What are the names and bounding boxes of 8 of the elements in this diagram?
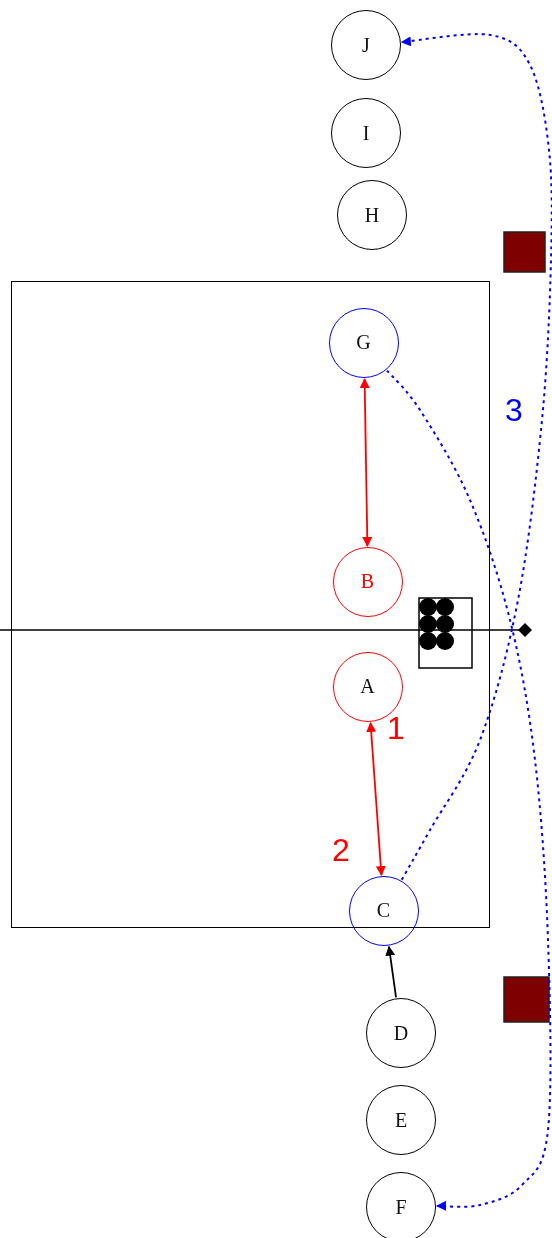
arrow: [400, 33, 552, 881]
court-outline: [11, 281, 490, 928]
callout-number: 2: [332, 834, 350, 866]
arrow: [386, 369, 552, 1212]
callout-number: 3: [505, 394, 523, 426]
arrow: [359, 378, 373, 547]
arrow: [385, 945, 397, 999]
arrow: [366, 721, 386, 877]
